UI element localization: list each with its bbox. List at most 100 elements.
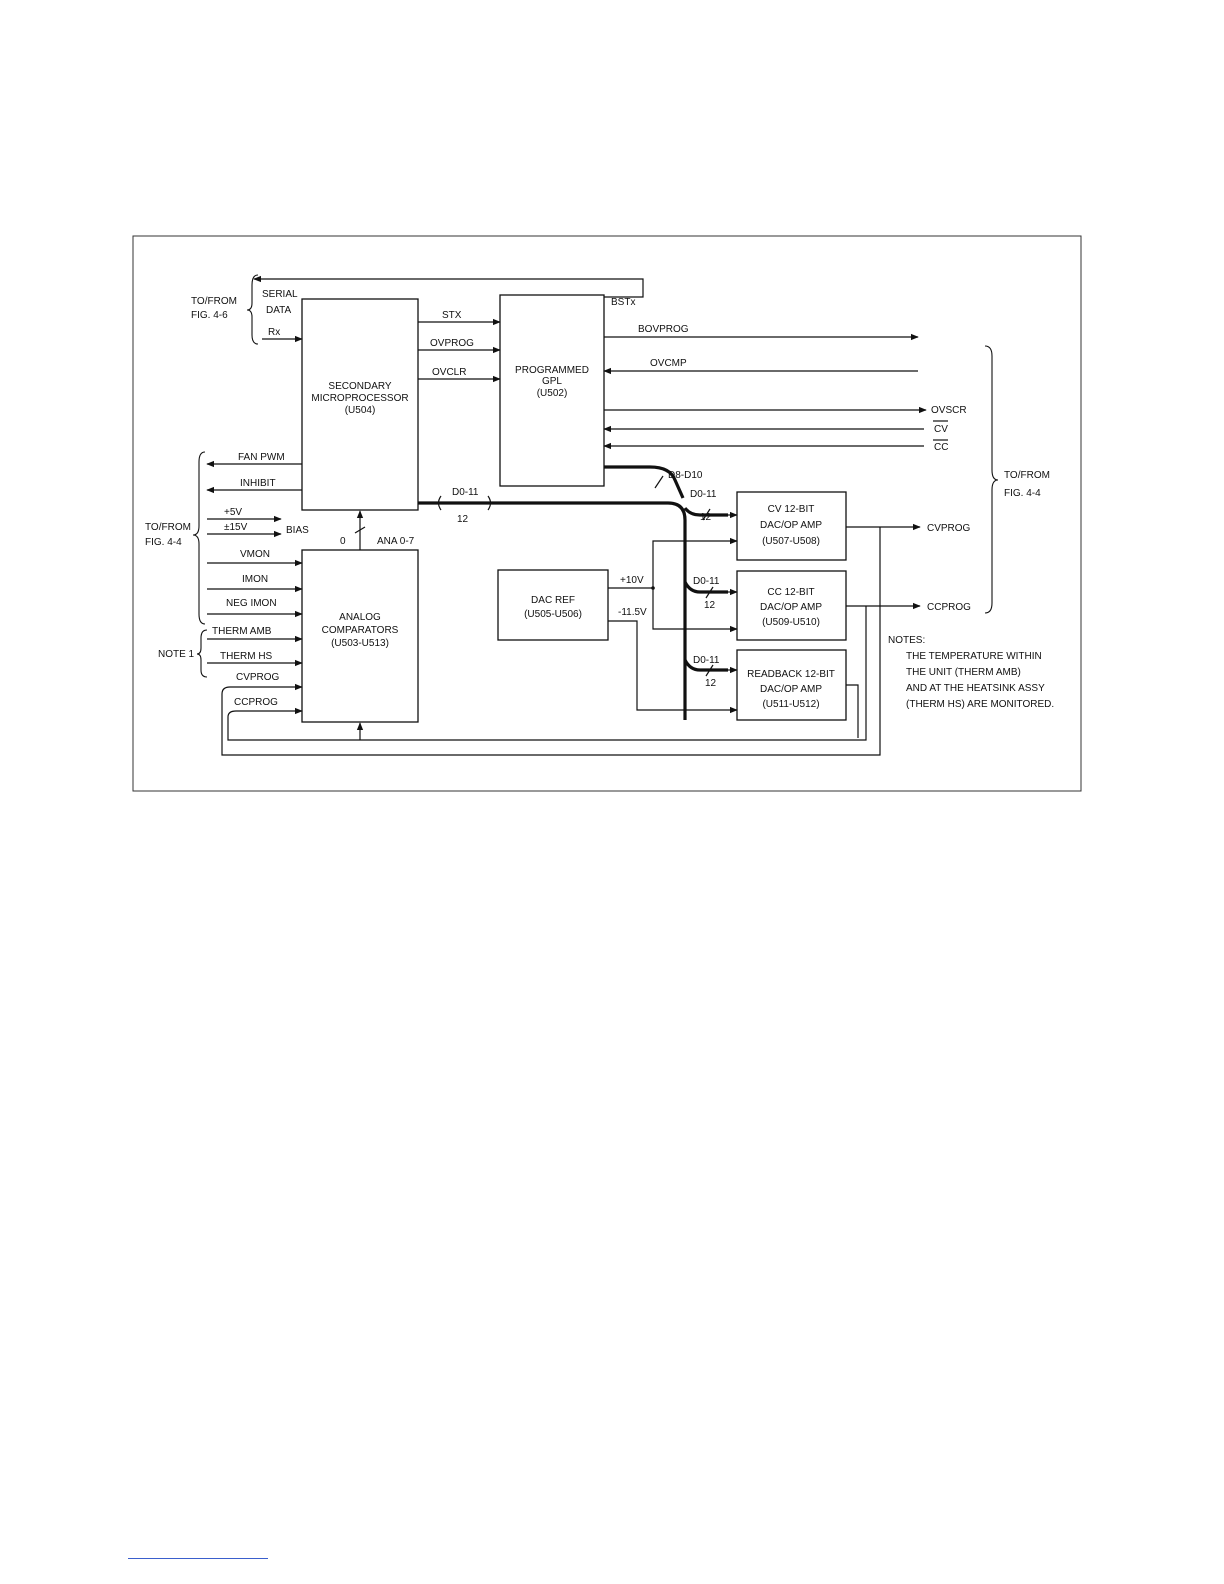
notes-title: NOTES: <box>888 635 925 646</box>
cc-dac-label-3: (U509-U510) <box>762 617 820 628</box>
minus115v-label: -11.5V <box>618 607 647 618</box>
inhibit-label: INHIBIT <box>240 478 276 489</box>
cv-bar-label: CV <box>934 424 948 435</box>
mcu-left-outputs: FAN PWM INHIBIT <box>206 452 302 494</box>
left-fig44-reference: TO/FROM FIG. 4-4 <box>145 451 206 625</box>
pm15v-label: ±15V <box>224 522 248 533</box>
fan-pwm-label: FAN PWM <box>238 452 285 463</box>
vmon-label: VMON <box>240 549 270 560</box>
ovclr-label: OVCLR <box>432 367 466 378</box>
rx-label: Rx <box>268 327 280 338</box>
cc-ref-arrow <box>652 588 738 633</box>
bstx-label: BSTx <box>611 297 635 308</box>
comparators-label-3: (U503-U513) <box>331 638 389 649</box>
bus-cut-mark-2 <box>487 495 492 511</box>
gpl-output-signals: BOVPROG OVCMP OVSCR CV CC <box>603 324 967 453</box>
cv-dac-label-3: (U507-U508) <box>762 536 820 547</box>
dac-outputs: CVPROG CCPROG <box>846 523 971 613</box>
d8d10-slash <box>654 475 664 489</box>
bstx-arrow <box>253 275 644 298</box>
secondary-microprocessor-block: SECONDARY MICROPROCESSOR (U504) <box>301 298 419 511</box>
comparators-label-1: ANALOG <box>339 612 381 623</box>
ccprog-in-label: CCPROG <box>234 697 278 708</box>
serial-label: SERIAL <box>262 289 298 300</box>
notes-line-3: AND AT THE HEATSINK ASSY <box>906 683 1045 694</box>
rb-bus-slash <box>705 664 714 677</box>
note1-label: NOTE 1 <box>158 649 195 660</box>
mcu-label-3: (U504) <box>345 405 376 416</box>
data-label: DATA <box>266 305 292 316</box>
ana-bus: 0 ANA 0-7 <box>340 510 415 550</box>
ovprog-label: OVPROG <box>430 338 474 349</box>
ccprog-out-label: CCPROG <box>927 602 971 613</box>
data-bus: D8-D10 D0-11 12 D0-11 12 D0-11 12 D0-11 … <box>418 465 738 720</box>
twelve-main-label: 12 <box>457 514 469 525</box>
ovscr-label: OVSCR <box>931 405 967 416</box>
readback-dac-block: READBACK 12-BIT DAC/OP AMP (U511-U512) <box>736 649 847 721</box>
cv-bus-slash <box>702 508 711 521</box>
notes-line-4: (THERM HS) ARE MONITORED. <box>906 699 1054 710</box>
footer-rule <box>128 1558 268 1559</box>
readback-out-wire <box>846 684 859 738</box>
cvprog-out-label: CVPROG <box>927 523 971 534</box>
mcu-to-gpl-signals: STX OVPROG OVCLR <box>418 310 501 383</box>
right-fig44-reference: TO/FROM FIG. 4-4 <box>984 345 1050 614</box>
bus-cut-mark-1 <box>437 495 442 511</box>
fig44-left-label-1: TO/FROM <box>145 522 191 533</box>
dac-ref-label-1: DAC REF <box>531 595 575 606</box>
cc-dac-label-2: DAC/OP AMP <box>760 602 822 613</box>
bias-inputs: +5V ±15V BIAS <box>207 507 309 538</box>
readback-dac-label-1: READBACK 12-BIT <box>747 669 835 680</box>
readback-dac-label-2: DAC/OP AMP <box>760 684 822 695</box>
plus5v-label: +5V <box>224 507 242 518</box>
ovcmp-label: OVCMP <box>650 358 687 369</box>
cc-bar-label: CC <box>934 442 948 453</box>
therm-amb-label: THERM AMB <box>212 626 272 637</box>
d011-cv-label: D0-11 <box>690 489 717 500</box>
cv-dac-label-1: CV 12-BIT <box>768 504 815 515</box>
fig46-ref-label-1: TO/FROM <box>191 296 237 307</box>
cv-dac-block: CV 12-BIT DAC/OP AMP (U507-U508) <box>736 491 847 561</box>
gpl-label-2: GPL <box>542 376 562 387</box>
dac-ref-block: DAC REF (U505-U506) <box>497 569 609 641</box>
notes-block: NOTES: THE TEMPERATURE WITHIN THE UNIT (… <box>888 635 1054 710</box>
ana-slash <box>354 526 366 534</box>
twelve-cv-label: 12 <box>700 512 712 523</box>
ana-label: ANA 0-7 <box>377 536 415 547</box>
mcu-label-2: MICROPROCESSOR <box>311 393 408 404</box>
d011-rb-label: D0-11 <box>693 655 720 666</box>
notes-line-2: THE UNIT (THERM AMB) <box>906 667 1021 678</box>
fig44-right-label-2: FIG. 4-4 <box>1004 488 1041 499</box>
mcu-label-1: SECONDARY <box>328 381 391 392</box>
cvprog-feedback <box>221 527 881 756</box>
analog-comparators-block: ANALOG COMPARATORS (U503-U513) <box>301 549 419 723</box>
plus10v-label: +10V <box>620 575 644 586</box>
serial-interface: TO/FROM FIG. 4-6 SERIAL DATA Rx BSTx <box>191 274 644 345</box>
d8d10-label: D8-D10 <box>668 470 703 481</box>
therm-hs-label: THERM HS <box>220 651 273 662</box>
gpl-label-3: (U502) <box>537 388 568 399</box>
ana-zero-label: 0 <box>340 536 346 547</box>
gpl-label-1: PROGRAMMED <box>515 365 589 376</box>
twelve-rb-label: 12 <box>705 678 717 689</box>
fig44-left-label-2: FIG. 4-4 <box>145 537 182 548</box>
comparator-inputs: VMON IMON NEG IMON NOTE 1 THERM AMB THER… <box>158 549 303 708</box>
fig46-ref-label-2: FIG. 4-6 <box>191 310 228 321</box>
dac-ref-label-2: (U505-U506) <box>524 609 582 620</box>
ccprog-feedback <box>227 606 867 741</box>
bovprog-label: BOVPROG <box>638 324 689 335</box>
neg-imon-label: NEG IMON <box>226 598 277 609</box>
d011-main-label: D0-11 <box>452 487 479 498</box>
twelve-cc-label: 12 <box>704 600 716 611</box>
cc-bus-slash <box>705 586 714 599</box>
diagram-frame <box>132 235 1082 792</box>
cvprog-in-label: CVPROG <box>236 672 280 683</box>
bias-label: BIAS <box>286 525 309 536</box>
cc-dac-block: CC 12-BIT DAC/OP AMP (U509-U510) <box>736 570 847 641</box>
comparators-label-2: COMPARATORS <box>322 625 399 636</box>
cv-dac-label-2: DAC/OP AMP <box>760 520 822 531</box>
d011-cc-label: D0-11 <box>693 576 720 587</box>
rb-ref-arrow <box>608 620 738 714</box>
feedback-wiring <box>221 527 881 756</box>
